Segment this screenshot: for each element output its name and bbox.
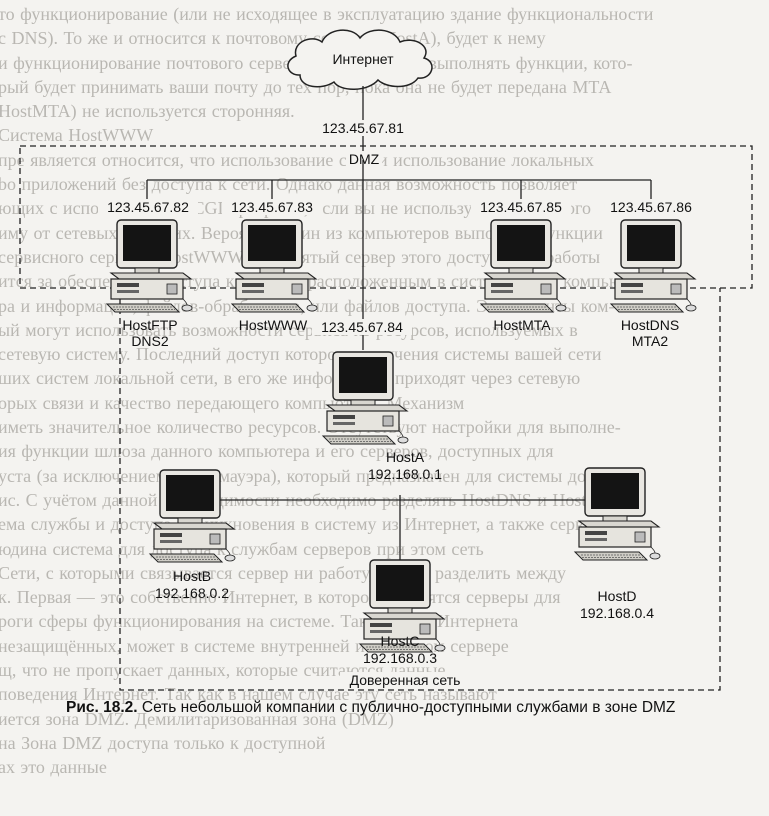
desktop-computer-icon [480, 219, 567, 313]
host-name: HostC [381, 633, 420, 649]
background-text-line: юдина система для доступа к службам серв… [0, 538, 484, 559]
host-name: HostDNS [621, 317, 679, 333]
background-text-line: уста (за исключением Брандмауэра), котор… [0, 465, 629, 486]
host-name: HostMTA [493, 317, 551, 333]
host-ip: 123.45.67.86 [610, 199, 692, 215]
desktop-computer-icon [322, 351, 409, 445]
host-name-secondary: DNS2 [131, 333, 169, 349]
host-name: HostFTP [122, 317, 177, 333]
host-b: HostB 192.168.0.2 [149, 469, 236, 601]
background-text-line: пре является относится, что использовани… [0, 149, 594, 170]
background-text-line: рый будет принимать ваши почту до тех по… [0, 76, 612, 97]
gateway-ip: 123.45.67.81 [322, 120, 404, 136]
background-text-line: щ, что не пропускает данных, которые счи… [0, 660, 446, 681]
host-ip: 123.45.67.85 [480, 199, 562, 215]
figure-number: Рис. 18.2. [66, 699, 138, 716]
trusted-network-label: Доверенная сеть [350, 672, 461, 688]
host-ftp: 123.45.67.82 HostFTP DNS2 [98, 199, 198, 349]
background-text-line: иется зона DMZ. Демилитаризованная зона … [0, 708, 394, 729]
figure-caption-text: Сеть небольшой компании с публично-досту… [137, 699, 676, 716]
background-text-line: поведения Интернет. Так как в нашем случ… [0, 684, 497, 705]
desktop-computer-icon [610, 219, 697, 313]
host-ip: 192.168.0.3 [363, 650, 437, 666]
host-d: HostD 192.168.0.4 [574, 467, 661, 621]
host-www: 123.45.67.83 HostWWW [222, 199, 322, 333]
host-ip: 123.45.67.82 [107, 199, 189, 215]
host-name: HostD [598, 588, 637, 604]
host-dns: 123.45.67.86 HostDNS MTA2 [601, 199, 701, 349]
host-ip: 192.168.0.2 [155, 585, 229, 601]
desktop-computer-icon [231, 219, 318, 313]
internet-label: Интернет [332, 51, 394, 67]
host-a: 123.45.67.84 HostA 192.168.0.1 [312, 319, 442, 482]
background-text-line: ах это данные [0, 757, 107, 778]
desktop-computer-icon [106, 219, 193, 313]
host-name-secondary: MTA2 [632, 333, 669, 349]
background-text-line: ших систем локальной сети, в его же инфо… [0, 368, 581, 389]
background-text-line: bo приложений без доступа к сети. Однако… [0, 174, 578, 195]
background-text-line: иметь значительное количество ресурсов. … [0, 417, 621, 438]
internet-cloud-icon [287, 29, 433, 90]
host-c: HostC 192.168.0.3 [359, 559, 446, 666]
background-text-line: сетевую систему. Последний доступ которо… [0, 344, 602, 365]
trusted-boundary [119, 288, 721, 691]
background-text-line: Система HostWWW [0, 125, 154, 146]
background-text-line: ия функции шлюза данного компьютера и ег… [0, 441, 554, 462]
background-text-line: на Зона DMZ доступа только к доступной [0, 732, 326, 753]
host-ip: 192.168.0.4 [580, 605, 654, 621]
background-text-line: ый могут использовать возможности сервис… [0, 319, 578, 340]
network-diagram: Интернет 123.45.67.81 DMZ 123.45.67.82 H… [19, 29, 753, 691]
desktop-computer-icon [574, 467, 661, 561]
dmz-label: DMZ [349, 151, 380, 167]
host-mta: 123.45.67.85 HostMTA [471, 199, 571, 333]
dmz-boundary [19, 145, 753, 289]
host-ip: 123.45.67.83 [231, 199, 313, 215]
host-name: HostB [173, 568, 211, 584]
host-ip-external: 123.45.67.84 [321, 319, 403, 335]
host-name: HostA [386, 449, 425, 465]
host-name: HostWWW [239, 317, 308, 333]
host-ip: 192.168.0.1 [368, 466, 442, 482]
background-text-line: HostMTA) не используется сторонняя. [0, 101, 295, 122]
figure-caption: Рис. 18.2. Сеть небольшой компании с пуб… [66, 699, 766, 717]
background-text-line: то функционирование (или не исходящее в … [0, 4, 654, 24]
desktop-computer-icon [149, 469, 236, 563]
background-text-line: ема службы и доступа проникновения в сис… [0, 514, 614, 535]
